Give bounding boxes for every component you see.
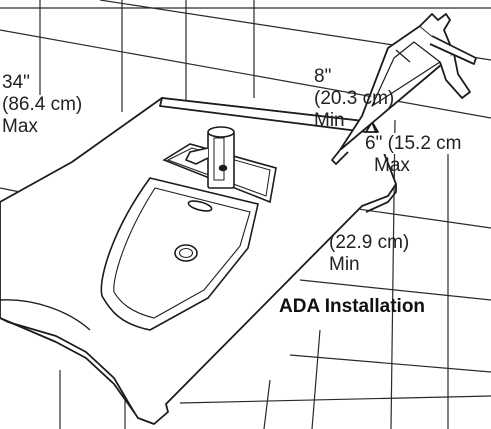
height-bound: Max: [2, 116, 38, 137]
diagram-title: ADA Installation: [279, 296, 426, 317]
height-cm: (86.4 cm): [2, 94, 83, 115]
backsplash-inches: 8": [314, 66, 332, 87]
height-dimension-label: 34" (86.4 cm) Max: [2, 72, 82, 138]
height-inches: 34": [2, 72, 30, 93]
backsplash-cm: (20.3 cm): [314, 88, 395, 109]
knee-cm: (22.9 cm): [329, 232, 410, 253]
depth-dimension-label: 6" (15.2 cm Max: [364, 133, 463, 177]
basin: [100, 177, 259, 331]
backsplash-bound: Min: [314, 110, 345, 131]
depth-bound: Max: [374, 155, 410, 176]
knee-clearance-label: (22.9 cm) Min: [329, 232, 409, 276]
knee-bound: Min: [329, 254, 360, 275]
backsplash-dimension-label: 8" (20.3 cm) Min: [314, 66, 394, 132]
faucet-assembly: [162, 126, 277, 204]
depth-measure: 6" (15.2 cm: [364, 133, 463, 154]
caulking-gun: [331, 13, 477, 165]
